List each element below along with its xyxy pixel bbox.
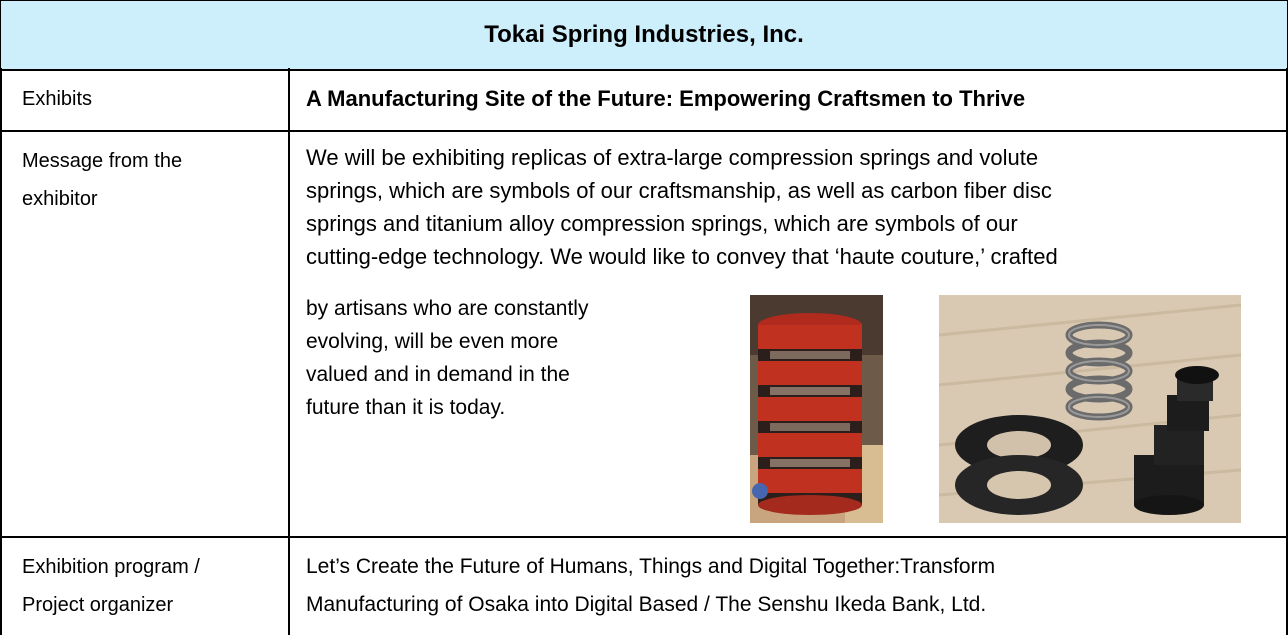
message-wrapped-line-4: future than it is today.: [306, 396, 506, 419]
message-line-1: We will be exhibiting replicas of extra-…: [306, 145, 1039, 170]
disc-and-titanium-springs-photo: [939, 295, 1241, 523]
message-wrapped-line-2: evolving, will be even more: [306, 330, 559, 353]
program-line-1: Let’s Create the Future of Humans, Thing…: [306, 555, 996, 578]
exhibits-value: A Manufacturing Site of the Future: Empo…: [306, 86, 1026, 111]
message-wrapped-line-3: valued and in demand in the: [306, 363, 570, 386]
message-wrapped-line-1: by artisans who are constantly: [306, 297, 589, 320]
row-divider-2: [0, 536, 1288, 538]
program-line-2: Manufacturing of Osaka into Digital Base…: [306, 593, 987, 616]
program-label-line2: Project organizer: [22, 594, 174, 616]
company-title: Tokai Spring Industries, Inc.: [484, 21, 804, 48]
message-label-line1: Message from the: [22, 150, 183, 172]
program-label-line1: Exhibition program /: [22, 556, 200, 578]
column-divider: [288, 68, 290, 635]
message-line-4: cutting-edge technology. We would like t…: [306, 244, 1058, 269]
message-line-2: springs, which are symbols of our crafts…: [306, 178, 1052, 203]
message-line-3: springs and titanium alloy compression s…: [306, 211, 1018, 236]
message-label-line2: exhibitor: [22, 188, 98, 210]
spring-replica-photo: [750, 295, 883, 523]
exhibits-label: Exhibits: [22, 88, 93, 110]
table-border-left: [0, 68, 2, 635]
row-divider-1: [0, 130, 1288, 132]
table-border-right: [1286, 68, 1288, 635]
company-title-bar: Tokai Spring Industries, Inc.: [0, 0, 1288, 71]
